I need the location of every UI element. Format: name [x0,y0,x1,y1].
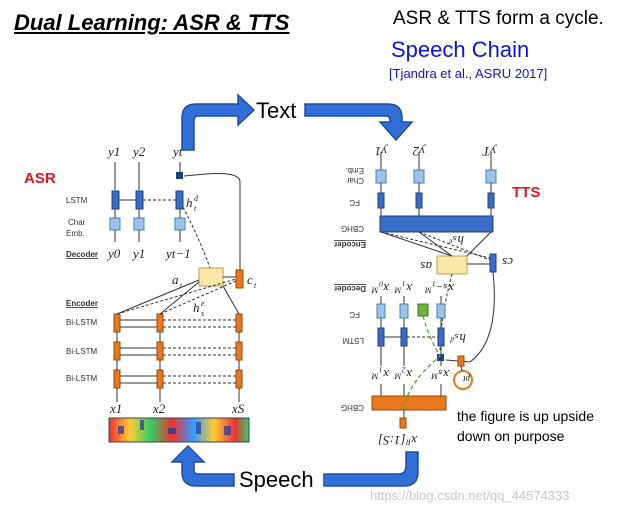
svg-text:yT: yT [482,144,498,159]
upside-down-note: the figure is up upside down on purpose [457,408,594,444]
text-label: Text [256,98,297,123]
asr-diagram: y1 y2 yt LSTM Char Emb. Decoder h t d y0 [66,144,257,443]
asr-label: ASR [24,170,56,187]
tts-label: TTS [512,184,541,201]
asr-row-bilstm3: Bi-LSTM [66,374,97,383]
asr-input-y1: y1 [131,246,145,261]
speech-flow-arrow [323,451,419,487]
svg-text:as: as [420,259,432,274]
svg-text:Emb.: Emb. [345,166,364,175]
asr-input-yt1: yt−1 [164,246,191,261]
svg-text:d: d [194,194,199,203]
svg-text:cs: cs [502,255,513,270]
asr-row-char: Char [68,218,86,227]
svg-text:s: s [201,309,204,318]
tts-diagram: y1 y2 yT Emb. Char FC CBHG Encoder Decod… [334,144,513,448]
svg-text:y2: y2 [412,144,427,159]
text-to-tts-arrow [304,103,414,142]
svg-text:x₁ᴹ: x₁ᴹ [371,367,390,382]
svg-text:hₛᵈ: hₛᵈ [450,331,466,346]
svg-text:t: t [254,281,257,290]
svg-text:xₛᴹ: xₛᴹ [430,367,450,382]
svg-text:Encoder: Encoder [334,240,366,249]
asr-row-bilstm1: Bi-LSTM [66,318,97,327]
asr-output-yt: yt [171,144,183,159]
svg-text:Char: Char [346,176,364,185]
slide-title: Dual Learning: ASR & TTS [14,10,290,35]
asr-row-bilstm2: Bi-LSTM [66,347,97,356]
svg-text:xᴿ[1:S]: xᴿ[1:S] [378,433,418,448]
svg-text:FC: FC [349,198,360,207]
svg-text:x₂ᴹ: x₂ᴹ [394,367,413,382]
svg-text:pt: pt [463,374,472,384]
watermark: https://blog.csdn.net/qq_44574333 [370,488,570,503]
speech-chain-title: Speech Chain [391,37,530,62]
svg-text:xₛ₋₁ᴹ: xₛ₋₁ᴹ [424,281,455,296]
svg-text:hₛᵉ: hₛᵉ [449,233,464,248]
asr-input-y0: y0 [106,246,121,261]
asr-feature-x1: x1 [109,401,122,416]
asr-at: a [172,272,179,287]
asr-row-decoder: Decoder [66,250,98,259]
svg-text:y1: y1 [375,144,389,159]
asr-row-emb: Emb. [66,229,85,238]
svg-text:e: e [201,299,205,308]
svg-text:LSTM: LSTM [342,336,364,345]
svg-text:Decoder: Decoder [334,284,366,293]
asr-feature-xs: xS [231,401,245,416]
svg-text:FC: FC [349,310,360,319]
asr-output-y2: y2 [131,144,146,159]
speech-label: Speech [239,467,314,492]
svg-text:t: t [194,204,197,213]
asr-hd: h [186,195,193,210]
citation: [Tjandra et al., ASRU 2017] [389,66,548,81]
asr-feature-x2: x2 [152,401,166,416]
asr-output-y1: y1 [106,144,120,159]
svg-text:x₀ᴹ: x₀ᴹ [371,281,390,296]
cycle-caption: ASR & TTS form a cycle. [393,8,604,29]
svg-text:CBHG: CBHG [341,224,364,233]
svg-text:x₁ᴹ: x₁ᴹ [394,281,413,296]
asr-ct: c [247,272,253,287]
svg-text:t: t [180,281,183,290]
text-flow-arrow [181,93,256,151]
svg-text:CBHG: CBHG [341,403,364,412]
asr-row-lstm: LSTM [66,196,88,205]
speech-to-asr-arrow [170,444,235,487]
asr-row-encoder: Encoder [66,299,98,308]
asr-hs: h [193,300,200,315]
